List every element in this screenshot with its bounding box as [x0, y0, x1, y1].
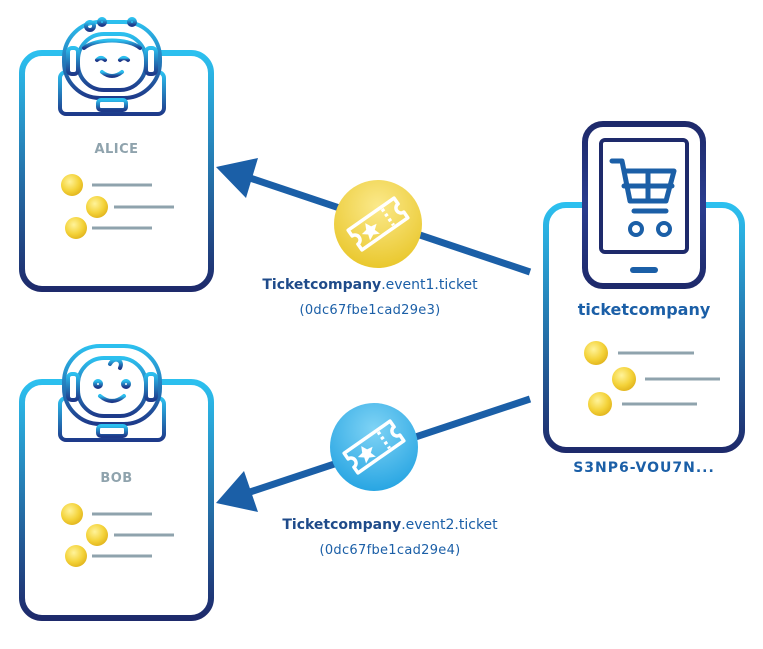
bob-name: BOB: [100, 471, 133, 486]
coin-icon: [61, 174, 83, 196]
coin-icon: [61, 503, 83, 525]
company-card: [543, 121, 745, 453]
coin-icon: [86, 196, 108, 218]
coin-icon: [612, 367, 636, 391]
astronaut-bob-icon: [58, 344, 166, 442]
company-address: S3NP6-VOU7N...: [573, 460, 715, 476]
ticket-badge-event1: [334, 180, 422, 268]
company-name: ticketcompany: [577, 300, 711, 319]
ticket-icon: [346, 196, 410, 252]
astronaut-alice-icon: [58, 17, 166, 116]
tablet-cart-icon: [582, 121, 706, 289]
ticket2-label: Ticketcompany.event2.ticket: [240, 517, 540, 533]
coin-icon: [65, 217, 87, 239]
ticket2-id: (0dc67fbe1cad29e4): [319, 543, 461, 558]
ticket2-brand: Ticketcompany: [282, 517, 402, 533]
ticket1-id: (0dc67fbe1cad29e3): [299, 303, 441, 318]
alice-card: [19, 17, 214, 292]
ticket-icon: [342, 419, 406, 475]
ticket1-suffix: .event1.ticket: [381, 277, 478, 293]
ticket1-label: Ticketcompany.event1.ticket: [220, 277, 520, 293]
coin-icon: [584, 341, 608, 365]
coin-icon: [65, 545, 87, 567]
coin-icon: [86, 524, 108, 546]
bob-card: [19, 344, 214, 621]
ticket2-suffix: .event2.ticket: [401, 517, 498, 533]
coin-icon: [588, 392, 612, 416]
alice-name: ALICE: [94, 142, 139, 157]
ticket1-brand: Ticketcompany: [262, 277, 382, 293]
ticket-badge-event2: [330, 403, 418, 491]
